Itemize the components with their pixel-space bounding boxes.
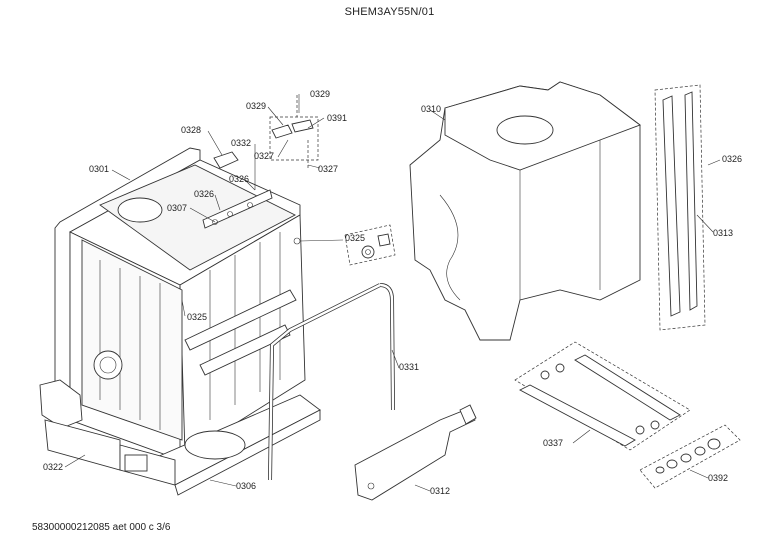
label-0331: 0331 bbox=[399, 362, 419, 372]
insulation-drawing bbox=[409, 81, 641, 341]
document-reference: 58300000212085 aet 000 c 3/6 bbox=[32, 522, 171, 533]
label-0322: 0322 bbox=[43, 462, 63, 472]
label-0328: 0328 bbox=[181, 125, 201, 135]
leader-lines bbox=[64, 94, 721, 492]
label-0327-b: 0327 bbox=[318, 164, 338, 174]
part-labels: 0329 0329 0328 0391 0332 0327 0327 0301 … bbox=[43, 89, 742, 496]
label-0326-c: 0326 bbox=[722, 154, 742, 164]
side-panel-drawing bbox=[654, 84, 706, 331]
label-0392: 0392 bbox=[708, 473, 728, 483]
label-0326-b: 0326 bbox=[229, 174, 249, 184]
label-0391: 0391 bbox=[327, 113, 347, 123]
label-0306: 0306 bbox=[236, 481, 256, 491]
label-0312: 0312 bbox=[430, 486, 450, 496]
label-0325-a: 0325 bbox=[345, 233, 365, 243]
part-0325-detail bbox=[344, 224, 396, 266]
hose-drawing bbox=[268, 283, 395, 481]
diagram-title: SHEM3AY55N/01 bbox=[344, 6, 435, 18]
label-0329-b: 0329 bbox=[310, 89, 330, 99]
door-bracket-drawing bbox=[354, 404, 477, 501]
label-0327-a: 0327 bbox=[254, 151, 274, 161]
label-0337: 0337 bbox=[543, 438, 563, 448]
label-0307: 0307 bbox=[167, 203, 187, 213]
label-0329-a: 0329 bbox=[246, 101, 266, 111]
label-0310: 0310 bbox=[421, 104, 441, 114]
label-0301: 0301 bbox=[89, 164, 109, 174]
label-0325-b: 0325 bbox=[187, 312, 207, 322]
tub-frame-drawing bbox=[39, 119, 321, 496]
label-0332: 0332 bbox=[231, 138, 251, 148]
rail-kit-drawing bbox=[514, 341, 691, 451]
fittings-drawing bbox=[639, 424, 741, 489]
label-0326-a: 0326 bbox=[194, 189, 214, 199]
label-0313: 0313 bbox=[713, 228, 733, 238]
